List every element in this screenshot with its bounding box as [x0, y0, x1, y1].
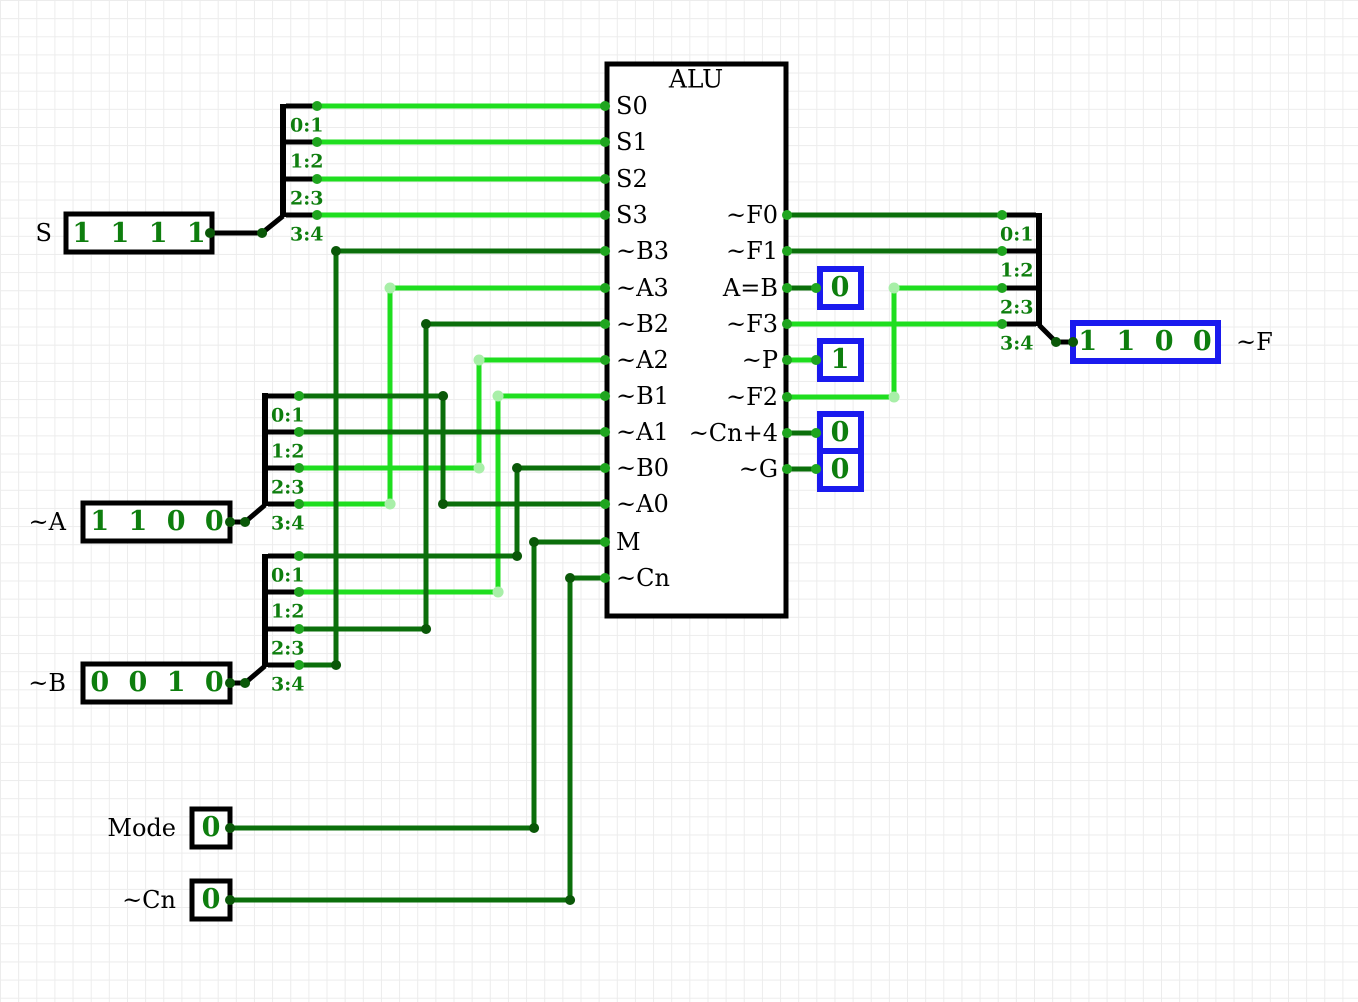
splitter-b-label-0: 0:1	[271, 564, 305, 587]
pin-label-a3: ~A3	[616, 274, 669, 302]
probe-box-g	[817, 448, 864, 492]
wire-cn	[230, 575, 605, 903]
splitter-s-label-2: 2:3	[290, 187, 324, 210]
probe-value-aeqb: 0	[830, 271, 850, 303]
splitter-a-label-2: 2:3	[271, 476, 305, 499]
pin-label-a2: ~A2	[616, 346, 669, 374]
splitter-s-label-0: 0:1	[290, 114, 324, 137]
probe-value-p: 1	[830, 343, 850, 375]
merger-f-label-0: 0:1	[1000, 223, 1034, 246]
wires-low	[230, 212, 1002, 903]
pin-label-b0: ~B0	[616, 454, 670, 482]
wire-a0	[299, 393, 605, 507]
pin-label-f0: ~F0	[725, 201, 778, 229]
pin-label-f3: ~F3	[725, 310, 778, 338]
wire-mode	[230, 539, 605, 831]
wire-b3	[299, 248, 605, 668]
junction-dots	[205, 101, 1079, 905]
pin-label-g: ~G	[738, 455, 778, 483]
probe-value-g: 0	[830, 453, 850, 485]
alu-title: ALU	[668, 64, 724, 94]
pin-label-cn4: ~Cn+4	[688, 419, 778, 447]
splitter-a-label-0: 0:1	[271, 404, 305, 427]
input-label-a: ~A	[28, 508, 66, 536]
pin-label-s2: S2	[616, 165, 648, 193]
component-boxes	[63, 61, 789, 922]
probe-value-f: 1 1 0 0	[1078, 325, 1212, 357]
output-label-f: ~F	[1236, 328, 1273, 356]
pin-label-p: ~P	[741, 346, 778, 374]
input-label-b: ~B	[28, 669, 66, 697]
wire-f2	[787, 285, 1002, 400]
probe-boxes	[817, 266, 1221, 492]
wire-s0-s3	[317, 103, 605, 218]
input-box-cn[interactable]	[189, 878, 233, 922]
input-box-s[interactable]	[63, 211, 215, 255]
input-label-mode: Mode	[107, 814, 176, 842]
splitter-b-label-2: 2:3	[271, 637, 305, 660]
probe-value-cn4: 0	[830, 416, 850, 448]
alu-component	[604, 61, 789, 619]
probe-box-f	[1070, 320, 1221, 364]
splitter-bars	[262, 104, 1042, 667]
merger-f-label-2: 2:3	[1000, 296, 1034, 319]
low-corner-dots	[205, 228, 1079, 905]
splitter-stubs	[268, 103, 1036, 668]
wire-b2	[299, 321, 605, 632]
pin-label-f2: ~F2	[725, 383, 778, 411]
pin-label-cn: ~Cn	[616, 564, 670, 592]
pin-label-f1: ~F1	[725, 237, 778, 265]
pin-label-s3: S3	[616, 201, 648, 229]
merger-f-label-3: 3:4	[1000, 332, 1034, 355]
splitter-b-label-3: 3:4	[271, 673, 305, 696]
splitter-a-label-1: 1:2	[271, 440, 305, 463]
pin-label-a0: ~A0	[616, 490, 669, 518]
splitter-s-label-3: 3:4	[290, 223, 324, 246]
pin-label-s1: S1	[616, 128, 648, 156]
wire-a2	[299, 357, 605, 471]
pin-label-s0: S0	[616, 92, 648, 120]
input-value-cn[interactable]: 0	[201, 883, 221, 915]
wire-b0	[299, 465, 605, 559]
input-label-s: S	[35, 219, 52, 247]
input-box-b[interactable]	[80, 661, 233, 705]
input-value-b[interactable]: 0 0 1 0	[90, 666, 224, 698]
pin-label-m: M	[616, 528, 641, 556]
input-value-mode[interactable]: 0	[201, 811, 221, 843]
pin-label-a1: ~A1	[616, 418, 669, 446]
pin-dots	[294, 101, 1008, 670]
input-label-cn: ~Cn	[122, 886, 176, 914]
pin-label-aeqb: A=B	[722, 274, 778, 302]
pin-label-b1: ~B1	[616, 382, 670, 410]
pin-label-b2: ~B2	[616, 310, 670, 338]
wire-b1	[299, 393, 605, 595]
pin-label-b3: ~B3	[616, 237, 670, 265]
splitter-s-label-1: 1:2	[290, 150, 324, 173]
merger-f-label-1: 1:2	[1000, 259, 1034, 282]
splitter-b-label-1: 1:2	[271, 600, 305, 623]
probe-box-p	[817, 338, 864, 382]
high-corner-dots	[384, 282, 900, 598]
splitter-a-label-3: 3:4	[271, 512, 305, 535]
input-value-s[interactable]: 1 1 1 1	[72, 217, 206, 249]
input-value-a[interactable]: 1 1 0 0	[90, 505, 224, 537]
